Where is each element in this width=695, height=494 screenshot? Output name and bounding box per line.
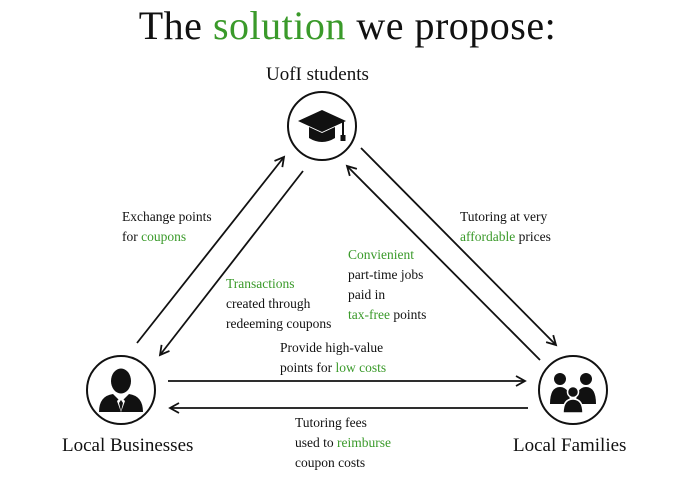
arrow-students-to-families	[360, 147, 558, 347]
node-label-businesses: Local Businesses	[62, 435, 194, 456]
node-label-families: Local Families	[513, 435, 627, 456]
page-title: The solution we propose:	[138, 3, 557, 48]
edge-label-jobs: Convienient part-time jobs paid in tax-f…	[348, 247, 427, 322]
businessman-icon	[99, 368, 143, 412]
edge-label-fees: Tutoring fees used to reimburse coupon c…	[295, 415, 391, 470]
edge-label-high-value: Provide high-value points for low costs	[280, 340, 387, 375]
arrow-students-to-businesses	[158, 170, 304, 357]
title-highlight: solution	[212, 3, 346, 48]
arrow-families-to-students	[345, 164, 541, 361]
arrow-businesses-to-students	[136, 155, 286, 344]
edge-label-tutoring-prices: Tutoring at very affordable prices	[460, 209, 551, 244]
node-label-students: UofI students	[266, 64, 369, 85]
edge-label-exchange: Exchange points for coupons	[122, 209, 212, 244]
family-icon	[550, 373, 596, 414]
graduation-cap-icon	[298, 110, 346, 142]
edge-label-transactions: Transactions created through redeeming c…	[226, 276, 332, 331]
